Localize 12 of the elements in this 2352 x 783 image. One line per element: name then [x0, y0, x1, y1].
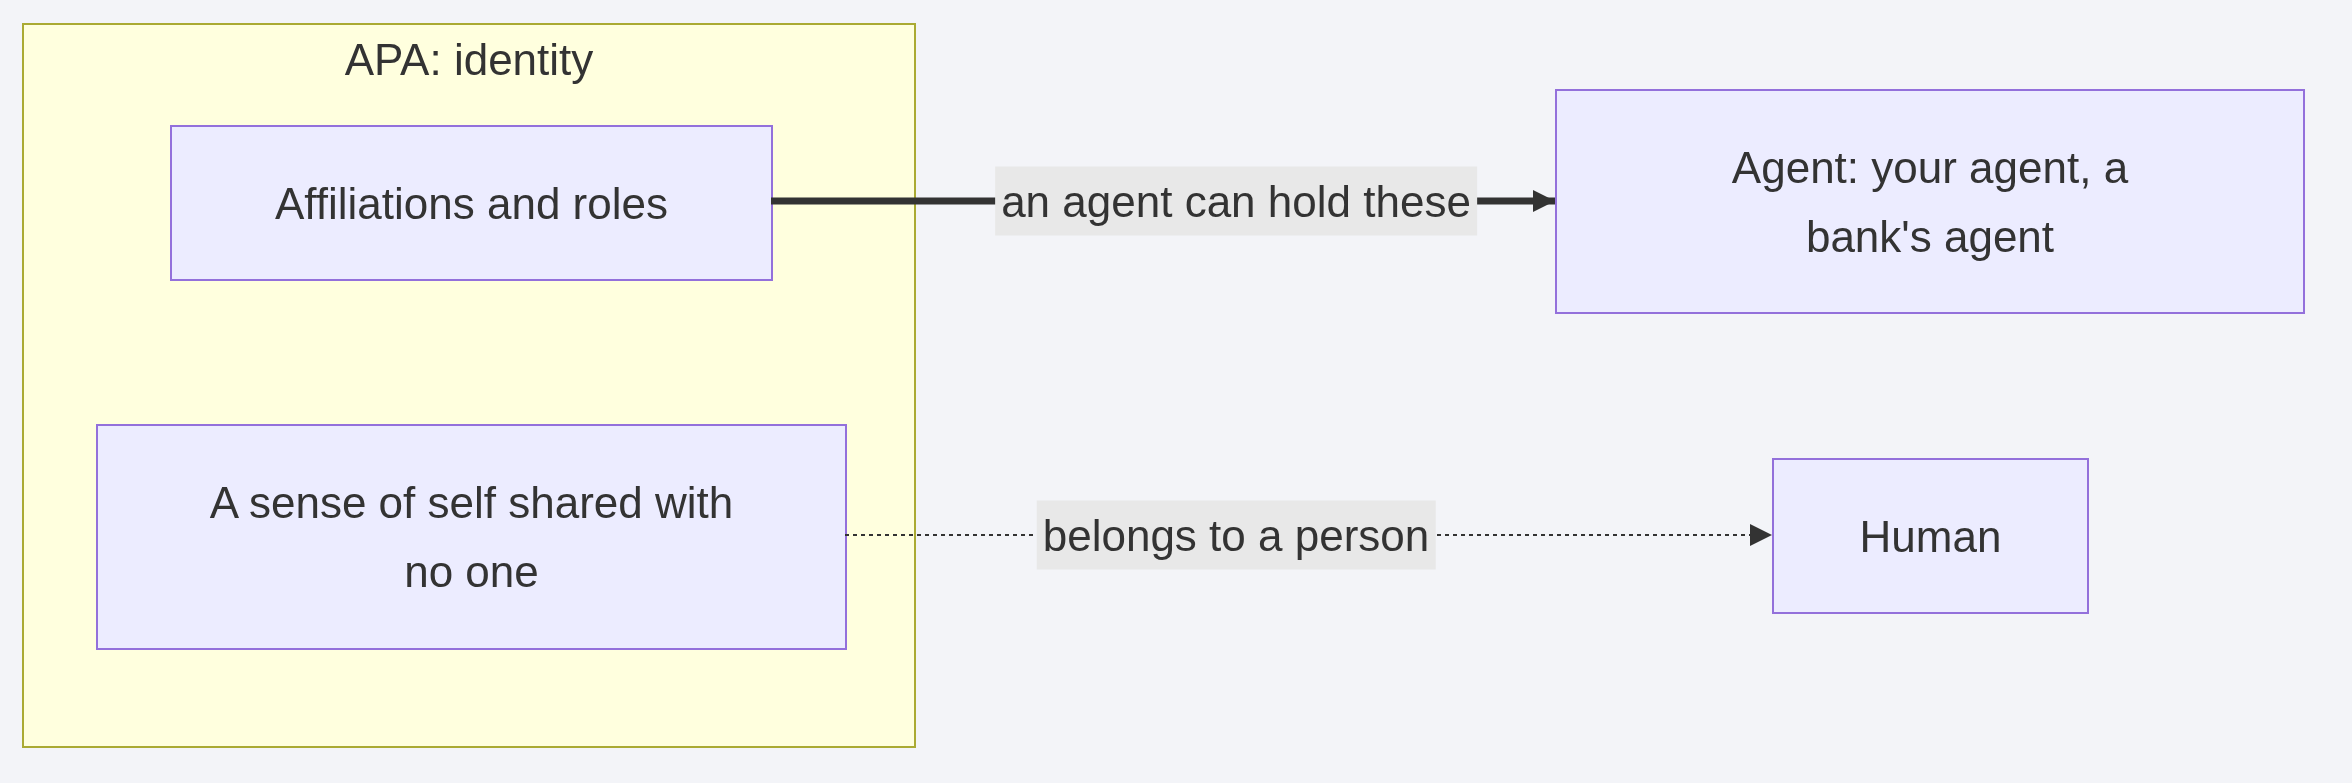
process-box [1555, 89, 2305, 314]
node-label: Human [1859, 510, 2002, 563]
process-box [170, 125, 773, 281]
group-title: APA: identity [344, 34, 594, 86]
node-label: A sense of self shared with no one [208, 477, 735, 598]
edge-label: belongs to a person [1036, 500, 1436, 570]
node-label: Agent: your agent, a bank's agent [1730, 141, 2130, 263]
process-box [96, 424, 847, 650]
process-box [1772, 458, 2089, 614]
edge-label: an agent can hold these [995, 166, 1477, 236]
node-label: Affiliations and roles [275, 177, 668, 230]
group-container [22, 23, 916, 748]
